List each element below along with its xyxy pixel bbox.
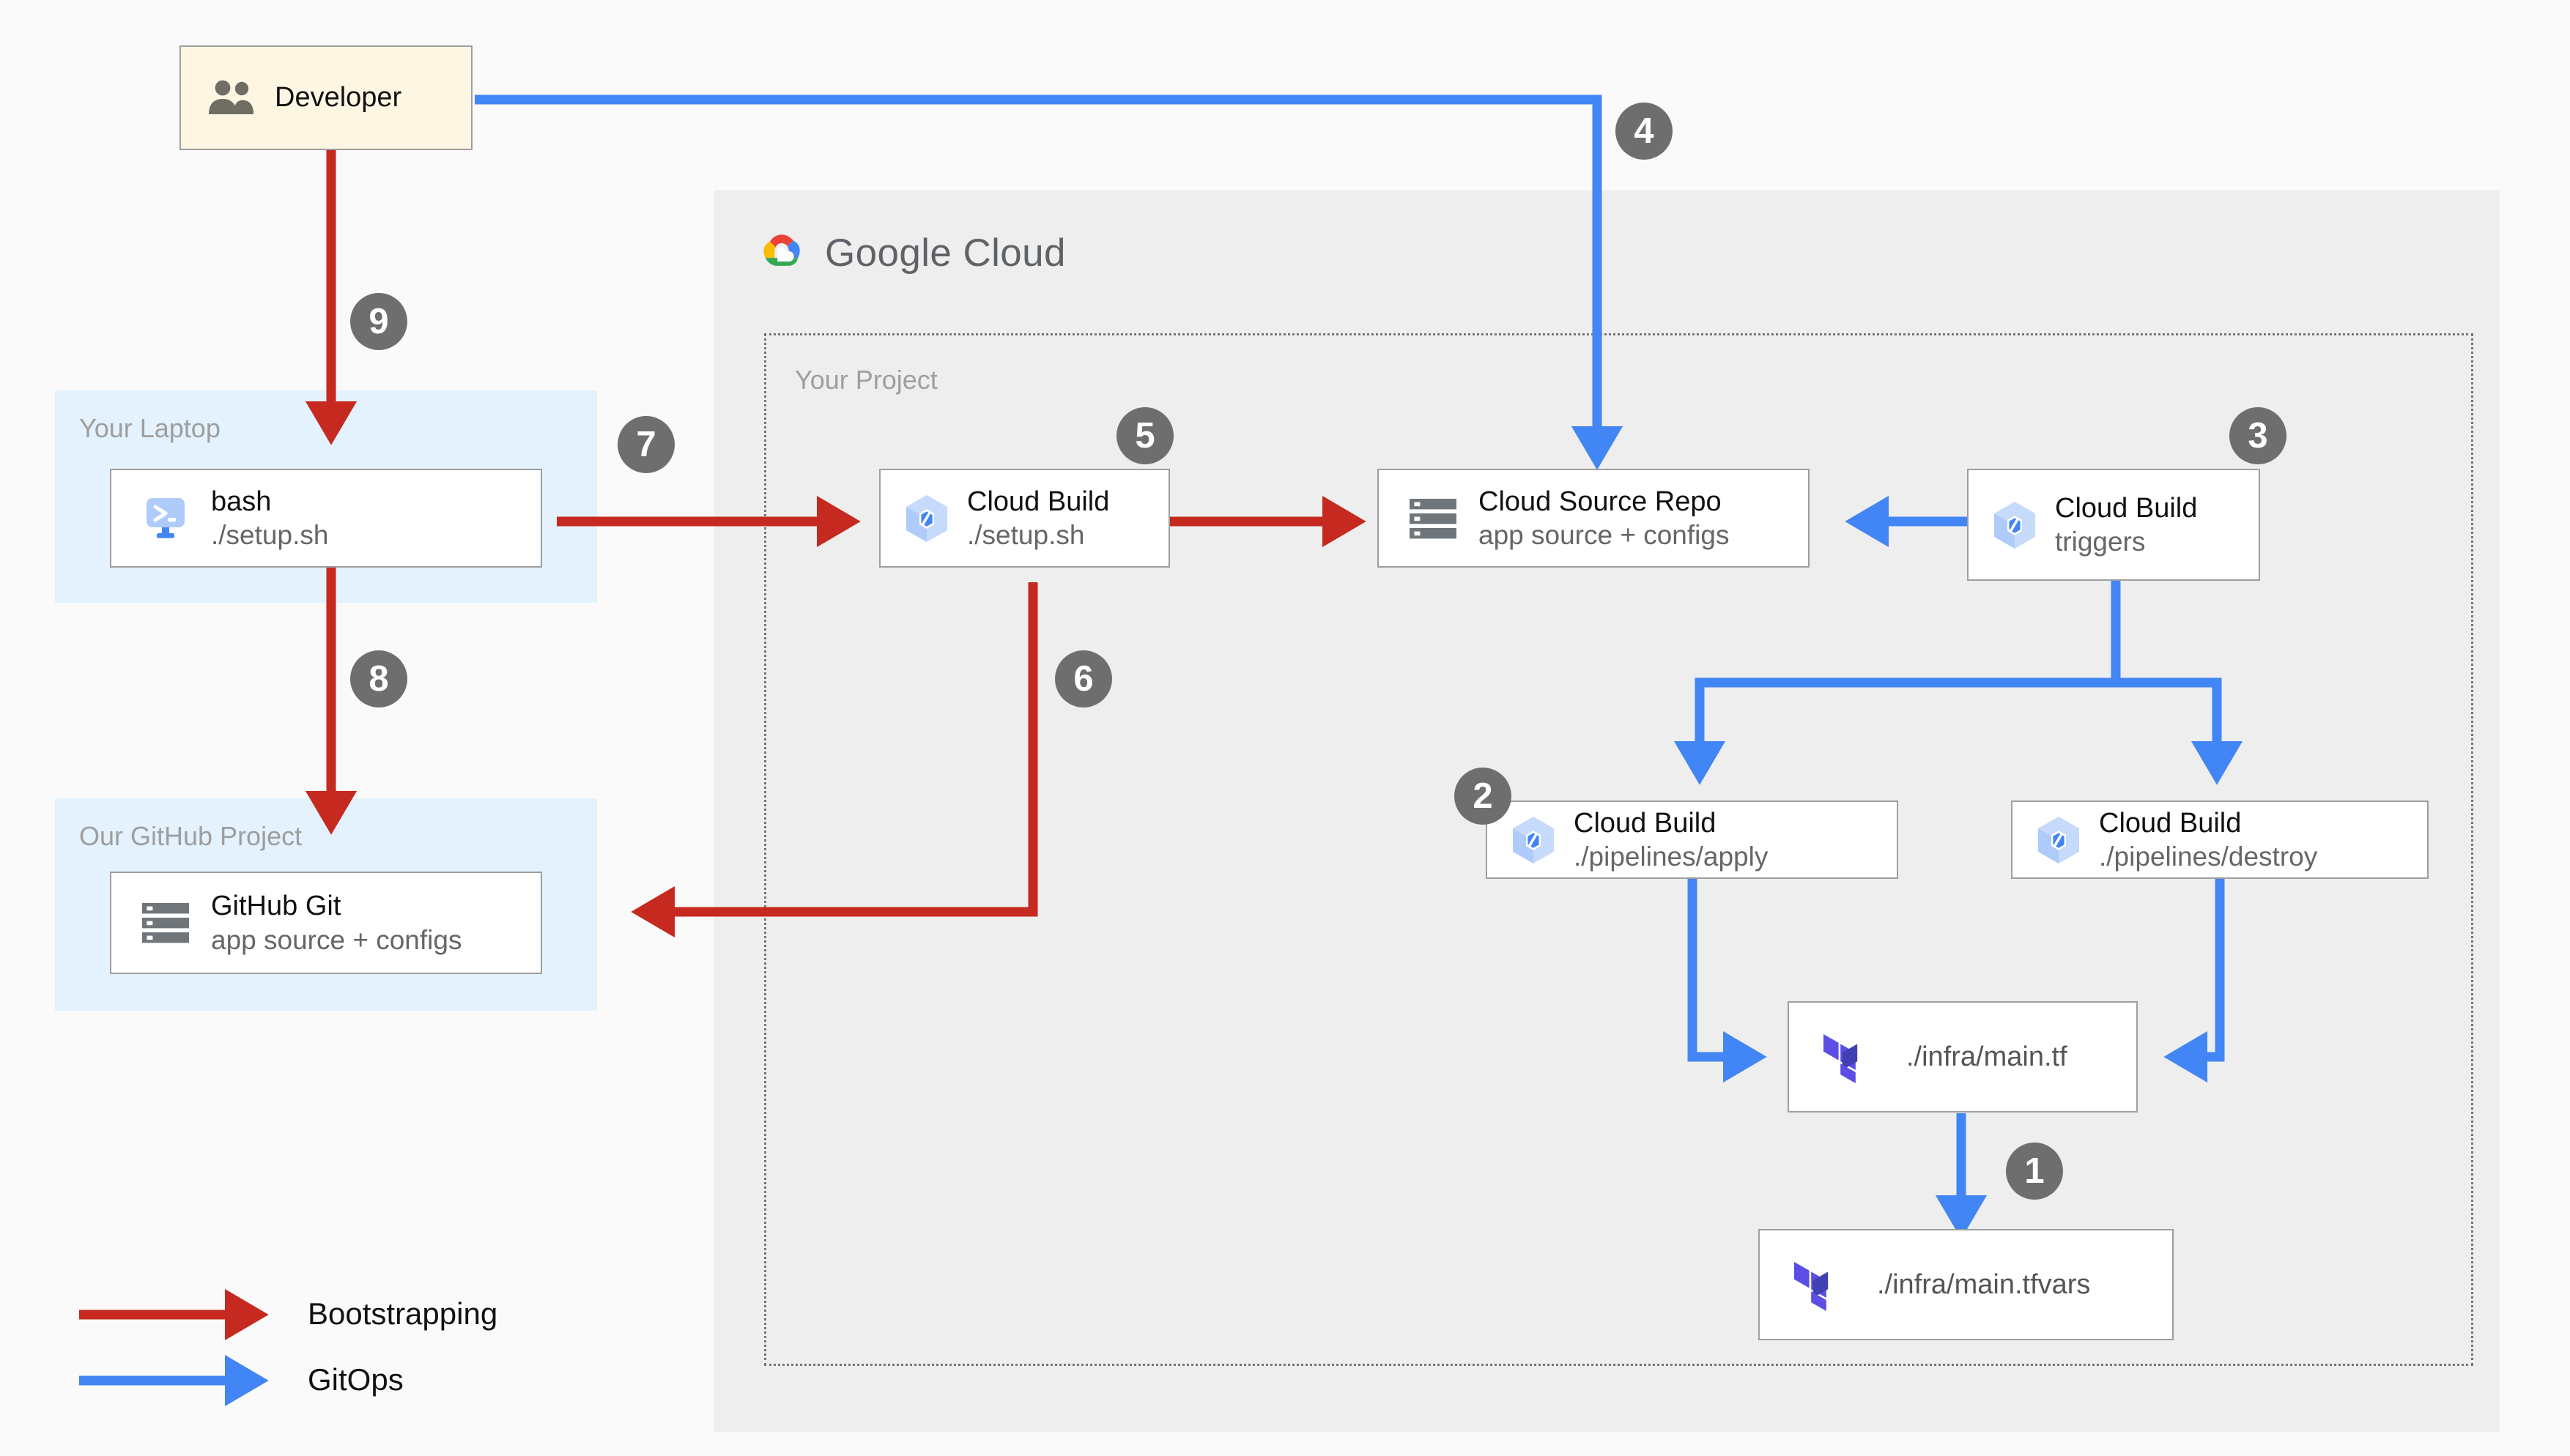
node-github-git[interactable]: GitHub Git app source + configs [110,872,542,974]
node-cloud-build-apply-subtitle: ./pipelines/apply [1574,842,1769,872]
step-badge-2: 2 [1454,768,1511,825]
node-developer[interactable]: Developer [179,45,473,150]
node-cloud-build-triggers-text: Cloud Build triggers [2055,491,2197,558]
node-bash-title: bash [211,486,272,517]
node-terraform-main-tf[interactable]: ./infra/main.tf [1788,1001,2138,1113]
step-badge-7: 7 [618,416,675,473]
google-cloud-icon [763,234,800,266]
node-bash[interactable]: bash ./setup.sh [110,469,542,568]
node-cloud-build-setup-text: Cloud Build ./setup.sh [967,485,1109,551]
node-bash-subtitle: ./setup.sh [211,520,329,551]
node-cloud-source-repo[interactable]: Cloud Source Repo app source + configs [1377,469,1810,568]
step-badge-5: 5 [1116,407,1174,464]
node-cloud-source-repo-title: Cloud Source Repo [1478,486,1722,517]
node-developer-title: Developer [275,82,402,114]
legend-label-bootstrapping: Bootstrapping [308,1296,498,1331]
node-cloud-build-setup-subtitle: ./setup.sh [967,520,1085,551]
step-badge-3: 3 [2229,407,2286,464]
node-cloud-build-setup-title: Cloud Build [967,486,1110,517]
step-badge-1: 1 [2006,1143,2063,1200]
node-terraform-main-tfvars-title: ./infra/main.tfvars [1877,1269,2091,1300]
node-github-git-title: GitHub Git [211,891,341,922]
step-badge-8: 8 [350,650,407,707]
your-laptop-label: Your Laptop [79,413,221,443]
step-badge-4: 4 [1615,103,1673,160]
repository-icon [1399,496,1467,541]
node-cloud-build-destroy-text: Cloud Build ./pipelines/destroy [2099,806,2317,873]
repository-icon [132,900,199,946]
node-cloud-build-apply[interactable]: Cloud Build ./pipelines/apply [1486,801,1898,879]
node-cloud-build-destroy-subtitle: ./pipelines/destroy [2099,842,2318,872]
node-github-git-text: GitHub Git app source + configs [211,889,462,956]
cloud-build-icon [1985,499,2045,551]
terminal-icon [132,492,199,545]
node-terraform-main-tfvars[interactable]: ./infra/main.tfvars [1758,1229,2174,1340]
node-terraform-main-tf-text: ./infra/main.tf [1906,1041,2067,1073]
node-cloud-build-triggers-title: Cloud Build [2055,492,2198,524]
terraform-icon [1811,1030,1878,1084]
step-badge-9: 9 [350,293,407,350]
node-cloud-build-apply-text: Cloud Build ./pipelines/apply [1574,806,1768,873]
github-project-label: Our GitHub Project [79,821,303,851]
node-cloud-build-destroy[interactable]: Cloud Build ./pipelines/destroy [2011,801,2429,879]
node-developer-text: Developer [275,81,401,114]
node-cloud-build-destroy-title: Cloud Build [2099,807,2242,839]
terraform-icon [1782,1258,1849,1312]
people-icon [201,78,264,119]
node-terraform-main-tf-title: ./infra/main.tf [1906,1041,2067,1072]
node-terraform-main-tfvars-text: ./infra/main.tfvars [1877,1269,2090,1301]
node-cloud-build-triggers-subtitle: triggers [2055,527,2146,557]
node-cloud-source-repo-text: Cloud Source Repo app source + configs [1478,485,1729,551]
node-cloud-source-repo-subtitle: app source + configs [1478,520,1730,551]
google-cloud-wordmark: Google Cloud [825,231,1066,275]
cloud-build-icon [2029,814,2089,866]
your-project-label: Your Project [795,365,938,395]
node-cloud-build-triggers[interactable]: Cloud Build triggers [1967,469,2260,581]
node-cloud-build-apply-title: Cloud Build [1574,807,1717,839]
node-github-git-subtitle: app source + configs [211,924,462,955]
cloud-build-icon [1503,814,1563,866]
cloud-build-icon [897,492,957,545]
google-cloud-logo-row: Google Cloud [755,220,1121,286]
node-bash-text: bash ./setup.sh [211,485,328,551]
legend-label-gitops: GitOps [308,1362,404,1397]
node-cloud-build-setup[interactable]: Cloud Build ./setup.sh [879,469,1170,568]
step-badge-6: 6 [1055,650,1112,707]
